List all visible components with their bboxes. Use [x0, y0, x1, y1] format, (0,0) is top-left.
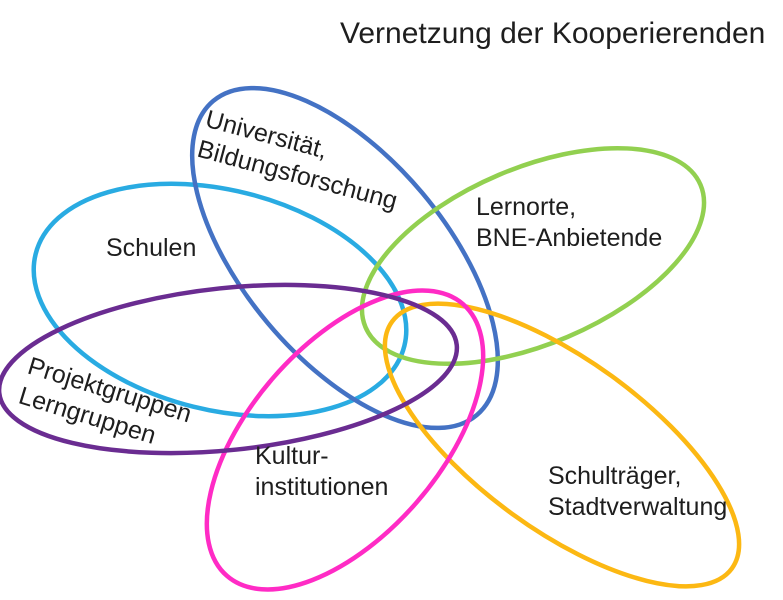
- ellipse-kulturinstitutionen: [204, 288, 486, 592]
- label-lernorte-line1: Lernorte,: [476, 193, 577, 221]
- label-lernorte-line2: BNE-Anbietende: [476, 224, 663, 252]
- ellipse-lernorte: [359, 145, 707, 367]
- label-schultraeger-line1: Schulträger,: [548, 462, 682, 490]
- ellipse-schultraeger: [382, 301, 742, 589]
- label-kulturinstitutionen-line2: institutionen: [255, 473, 389, 501]
- diagram-title-text: Vernetzung der Kooperierenden: [340, 17, 766, 50]
- ellipse-schulen: [31, 181, 409, 419]
- label-schulen: Schulen: [106, 233, 196, 264]
- label-schulen-line1: Schulen: [106, 234, 197, 262]
- label-schultraeger-line2: Stadtverwaltung: [548, 493, 728, 521]
- ellipse-universitaet: [189, 85, 501, 431]
- ellipse-projektgruppen: [0, 282, 460, 456]
- label-schultraeger: Schulträger, Stadtverwaltung: [548, 461, 727, 523]
- diagram-title: Vernetzung der Kooperierenden: [340, 16, 765, 52]
- label-kulturinstitutionen-line1: Kultur-: [255, 442, 329, 470]
- label-lernorte: Lernorte, BNE-Anbietende: [476, 192, 662, 254]
- label-kulturinstitutionen: Kultur- institutionen: [255, 441, 388, 503]
